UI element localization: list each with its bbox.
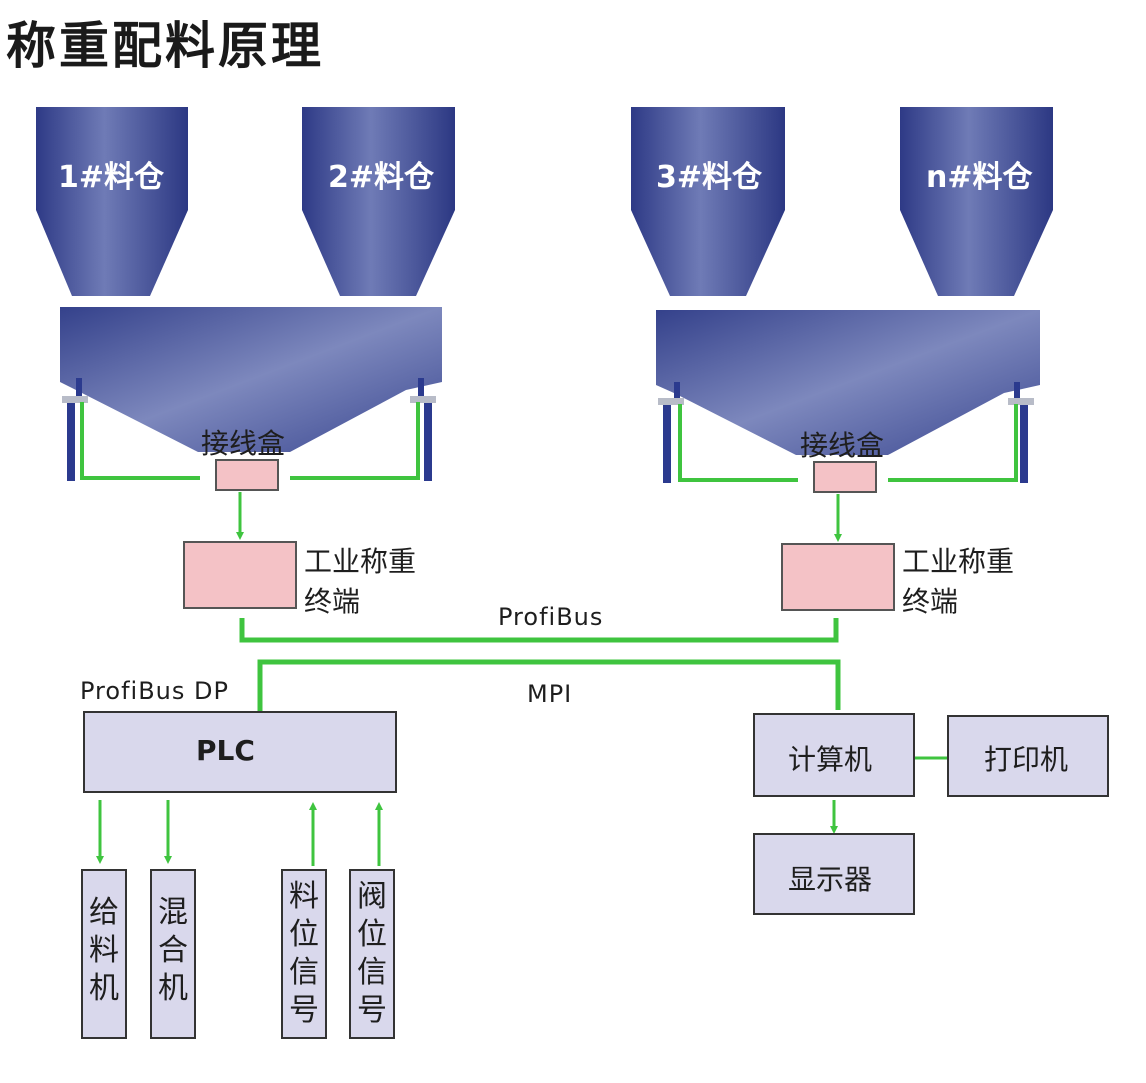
silo-n xyxy=(900,107,1053,296)
page-title: 称重配料原理 xyxy=(6,17,324,75)
junction-box-left-label: 接线盒 xyxy=(201,427,286,460)
profibus-dp-label: ProfiBus DP xyxy=(80,677,229,705)
terminal-right-label-line2: 终端 xyxy=(902,585,959,618)
plc-label: PLC xyxy=(196,734,255,767)
signal-wires xyxy=(80,402,1018,482)
signal-arrows xyxy=(236,492,842,542)
output-mixer-label: 混合机 xyxy=(158,895,188,1006)
silo-1-label: 1#料仓 xyxy=(58,160,165,195)
silo-n-label: n#料仓 xyxy=(926,160,1033,195)
computer-box xyxy=(753,713,915,797)
weighing-terminal-right xyxy=(781,543,895,611)
printer-label: 打印机 xyxy=(984,743,1069,776)
mpi-line xyxy=(257,659,841,720)
output-box-mixer xyxy=(150,869,196,1039)
terminal-left-label-line2: 终端 xyxy=(304,585,361,618)
profibus-line xyxy=(239,618,839,643)
junction-box-right-label: 接线盒 xyxy=(800,429,885,462)
silo-3-label: 3#料仓 xyxy=(656,160,763,195)
output-box-valve xyxy=(349,869,395,1039)
plc-box xyxy=(83,711,397,793)
load-cell-legs xyxy=(62,378,1034,483)
junction-box-right xyxy=(813,461,877,493)
weigh-hopper-left xyxy=(60,307,442,452)
display-box xyxy=(753,833,915,915)
terminal-right-label-line1: 工业称重 xyxy=(902,545,1015,578)
profibus-label: ProfiBus xyxy=(498,603,604,631)
output-feeder-label: 给料机 xyxy=(89,895,119,1006)
silo-2 xyxy=(302,107,455,296)
computer-label: 计算机 xyxy=(788,743,873,776)
printer-box xyxy=(947,715,1109,797)
output-box-level xyxy=(281,869,327,1039)
junction-box-left xyxy=(215,459,279,491)
mpi-label: MPI xyxy=(527,680,573,708)
output-box-feeder xyxy=(81,869,127,1039)
output-valve-label: 阀位信号 xyxy=(357,879,387,1028)
plc-io-arrows xyxy=(96,754,972,866)
terminal-left-label-line1: 工业称重 xyxy=(304,545,417,578)
silo-1 xyxy=(36,107,188,296)
display-label: 显示器 xyxy=(788,863,873,896)
output-level-label: 料位信号 xyxy=(289,879,319,1028)
weighing-terminal-left xyxy=(183,541,297,609)
silo-2-label: 2#料仓 xyxy=(328,160,435,195)
weigh-hopper-right xyxy=(656,310,1040,455)
silo-3 xyxy=(631,107,785,296)
